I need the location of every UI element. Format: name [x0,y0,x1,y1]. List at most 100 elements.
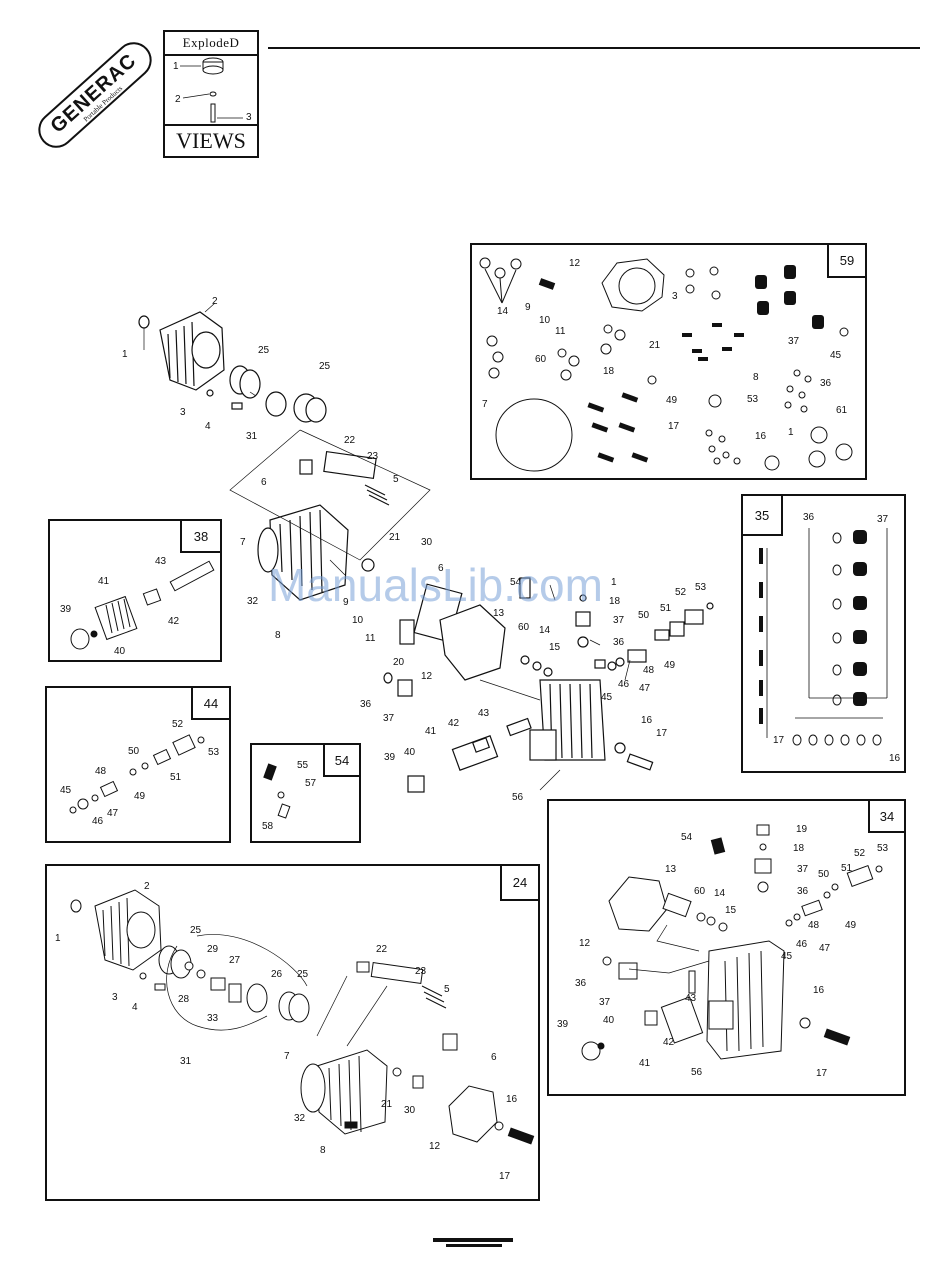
callout-label: 39 [60,604,72,615]
callout-label: 40 [603,1015,615,1026]
callout-label: 31 [180,1056,192,1067]
callout-label: 58 [262,821,274,832]
callout-label: 1 [611,577,617,588]
callout-label: 56 [512,792,524,803]
callout-label: 52 [854,848,866,859]
callout-label: 46 [618,679,630,690]
callout-label: 20 [393,657,405,668]
callout-label: 57 [305,778,317,789]
callout-label: 26 [271,969,283,980]
callout-label: 28 [178,994,190,1005]
callout-label: 18 [603,366,615,377]
callout-label: 19 [796,824,808,835]
callout-label: 41 [425,726,437,737]
callout-label: 36 [820,378,832,389]
callout-label: 11 [365,633,376,644]
callout-label: 42 [663,1037,675,1048]
callout-label: 16 [889,753,901,764]
callout-label: 21 [389,532,401,543]
callout-label: 37 [797,864,809,875]
callout-label: 5 [393,474,399,485]
callout-label: 36 [613,637,625,648]
callout-label: 32 [294,1113,306,1124]
kit-number-24: 24 [500,866,538,901]
callout-label: 13 [665,864,677,875]
callout-label: 37 [613,615,625,626]
exploded-views-badge: ExplodeD 1 2 3 VIEWS [163,30,259,158]
callout-label: 10 [539,315,551,326]
kit-number-34: 34 [868,801,904,833]
callout-label: 6 [261,477,267,488]
callout-label: 16 [755,431,767,442]
callout-label: 15 [549,642,561,653]
callout-label: 17 [668,421,680,432]
kit-box-59: 59 [470,243,867,480]
callout-label: 47 [819,943,831,954]
callout-label: 53 [877,843,889,854]
callout-label: 49 [845,920,857,931]
callout-label: 18 [793,843,805,854]
callout-label: 14 [714,888,726,899]
badge-title-bottom: VIEWS [165,124,257,156]
callout-label: 7 [284,1051,290,1062]
callout-label: 46 [796,939,808,950]
callout-label: 7 [482,399,488,410]
callout-label: 17 [816,1068,828,1079]
callout-label: 41 [639,1058,651,1069]
kit-box-54: 54 55 57 58 [250,743,361,843]
callout-label: 43 [685,993,697,1004]
callout-label: 31 [246,431,258,442]
kit-box-38: 38 43 41 42 39 40 [48,519,222,662]
callout-label: 10 [352,615,364,626]
callout-label: 15 [725,905,737,916]
footer-rule-thin [446,1244,502,1247]
callout-label: 16 [813,985,825,996]
callout-label: 25 [297,969,309,980]
callout-label: 21 [649,340,661,351]
callout-label: 43 [155,556,167,567]
badge-title-top: ExplodeD [165,32,257,56]
callout-label: 25 [319,361,331,372]
callout-label: 53 [695,582,707,593]
callout-label: 17 [656,728,668,739]
callout-label: 14 [539,625,551,636]
callout-label: 2 [212,296,218,307]
callout-label: 22 [376,944,388,955]
callout-label: 25 [190,925,202,936]
callout-label: 7 [240,537,246,548]
callout-label: 30 [421,537,433,548]
callout-label: 8 [275,630,281,641]
callout-label: 30 [404,1105,416,1116]
callout-label: 55 [297,760,309,771]
callout-label: 4 [205,421,211,432]
callout-label: 39 [384,752,396,763]
kit-number-38: 38 [180,521,220,553]
callout-label: 45 [830,350,842,361]
callout-label: 6 [438,563,444,574]
callout-label: 9 [525,302,531,313]
callout-label: 12 [569,258,581,269]
callout-label: 37 [788,336,800,347]
badge-label: 2 [175,94,181,105]
callout-label: 60 [694,886,706,897]
watermark: ManualsLib.com [268,559,603,611]
callout-label: 49 [666,395,678,406]
callout-label: 12 [421,671,433,682]
kit-box-34: 34 [547,799,906,1096]
callout-label: 50 [818,869,830,880]
callout-label: 3 [180,407,186,418]
callout-label: 36 [575,978,587,989]
callout-label: 53 [747,394,759,405]
callout-label: 8 [320,1145,326,1156]
kit-box-35: 35 36 37 17 16 [741,494,906,773]
callout-label: 36 [360,699,372,710]
callout-label: 47 [107,808,119,819]
callout-label: 36 [797,886,809,897]
header-rule [268,47,920,49]
callout-label: 60 [518,622,530,633]
callout-label: 11 [555,326,566,337]
callout-label: 46 [92,816,104,827]
callout-label: 32 [247,596,259,607]
callout-label: 21 [381,1099,393,1110]
